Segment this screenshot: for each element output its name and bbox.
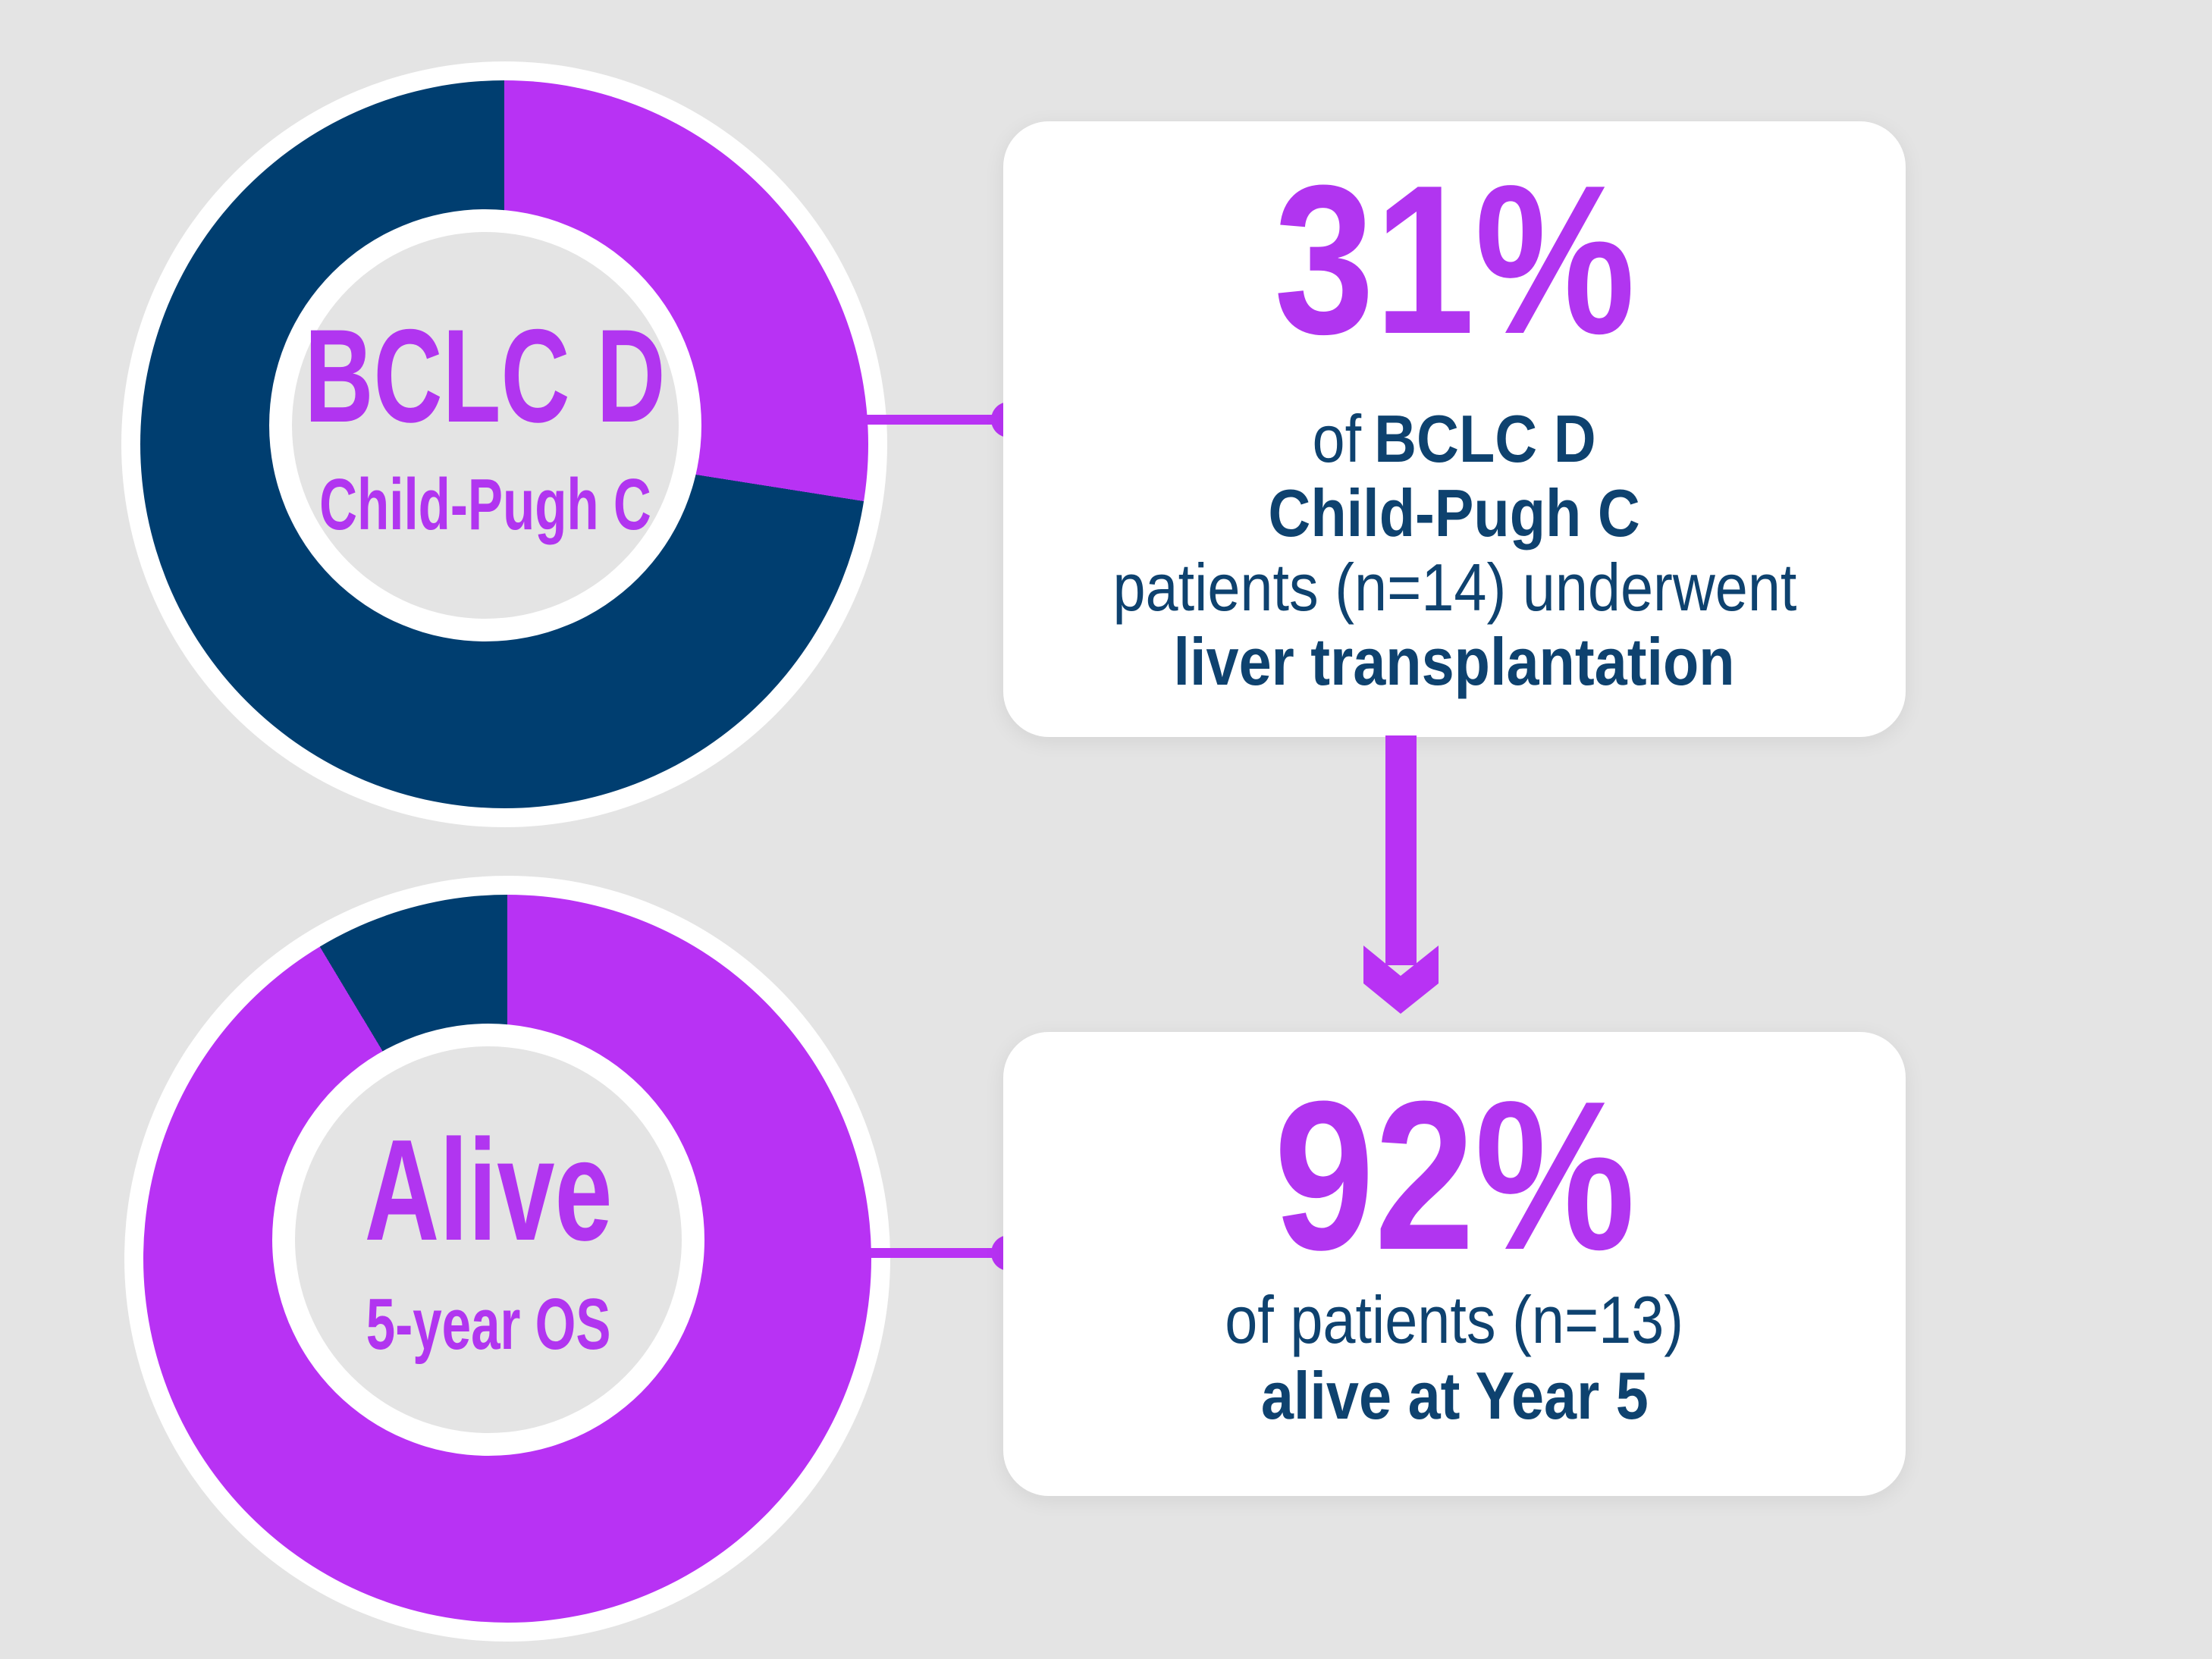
donut-alive-center: Alive 5-year OS: [295, 1046, 682, 1433]
donut-chart-bclc-d: BCLC D Child-Pugh C: [121, 61, 887, 827]
donut-bclc-d-label: BCLC D: [305, 302, 666, 450]
donut-alive-sublabel: 5-year OS: [366, 1284, 611, 1365]
line-of-bold: BCLC D: [1374, 401, 1597, 476]
donut-bclc-d-center: BCLC D Child-Pugh C: [292, 232, 679, 619]
down-arrow-icon: [1363, 735, 1439, 1014]
donut-bclc-d-sublabel: Child-Pugh C: [319, 463, 651, 545]
line-child-pugh-c: Child-Pugh C: [1268, 475, 1641, 550]
stat-value-92-percent: 92%: [1273, 1058, 1636, 1294]
line-patients-n14: patients (n=14) underwent: [1112, 550, 1796, 625]
donut-alive-label: Alive: [364, 1110, 613, 1271]
line-of-prefix: of: [1312, 401, 1362, 476]
line-alive-at-year-5: alive at Year 5: [1260, 1358, 1649, 1433]
stat-value-31-percent: 31%: [1273, 142, 1636, 378]
connector-line-top: [864, 415, 1010, 425]
line-of-patients-n13: of patients (n=13): [1225, 1282, 1684, 1357]
stat-card-survival: 92% of patients (n=13) alive at Year 5: [1003, 1032, 1906, 1496]
stat-card-survival-text: of patients (n=13) alive at Year 5: [1194, 1282, 1715, 1434]
line-liver-transplantation: liver transplantation: [1173, 624, 1736, 699]
donut-chart-alive: Alive 5-year OS: [124, 876, 890, 1642]
connector-line-bottom: [864, 1248, 1010, 1258]
